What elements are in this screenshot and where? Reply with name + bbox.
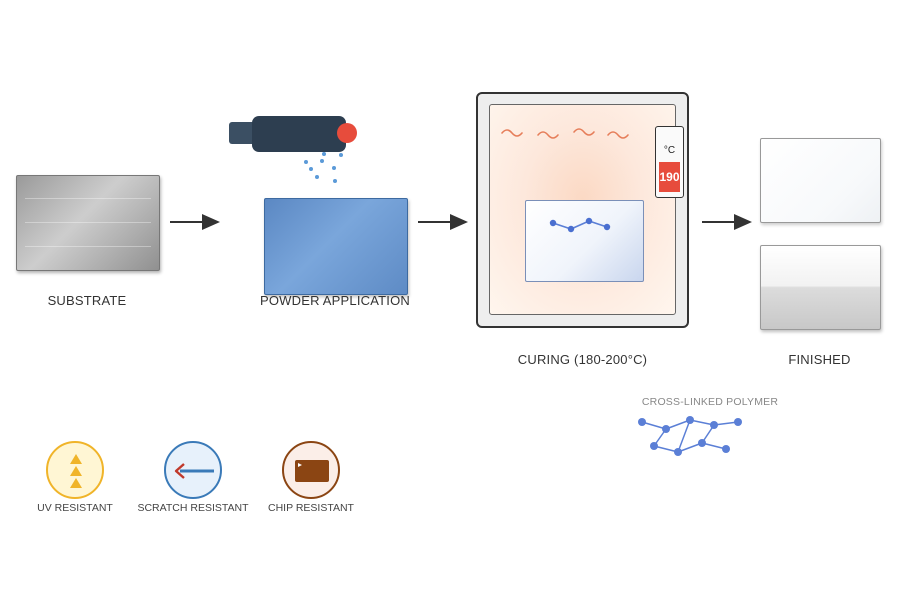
polymer-network-icon <box>638 416 742 456</box>
arrow-right-icon <box>170 214 220 230</box>
polymer-label: CROSS-LINKED POLYMER <box>641 396 779 408</box>
arrow-left-icon <box>174 463 214 479</box>
uv-icon <box>70 454 82 488</box>
spray-gun-icon <box>252 116 346 152</box>
arrow-right-icon <box>418 214 468 230</box>
thermometer-display: °C 190 <box>655 126 684 198</box>
substrate-panel <box>16 175 160 271</box>
property-label-scratch: SCRATCH RESISTANT <box>137 502 249 514</box>
chip-icon <box>295 460 329 482</box>
temp-value: 190 <box>659 162 680 192</box>
spray-gun-tip <box>337 123 357 143</box>
polymer-chain-icon <box>549 217 611 233</box>
uv-resistant-badge <box>46 441 104 499</box>
scratch-resistant-badge <box>164 441 222 499</box>
temp-unit: °C <box>663 145 676 156</box>
finished-panel-bottom <box>760 245 881 330</box>
curing-panel <box>525 200 644 282</box>
stage-label-substrate: SUBSTRATE <box>47 293 127 308</box>
curing-oven: °C 190 <box>476 92 689 328</box>
oven-chamber: °C 190 <box>489 104 684 315</box>
stage-label-powder: POWDER APPLICATION <box>260 293 410 308</box>
stage-label-finished: FINISHED <box>788 352 851 367</box>
chip-resistant-badge <box>282 441 340 499</box>
property-label-chip: CHIP RESISTANT <box>268 502 354 514</box>
heat-wave-icon <box>501 128 629 139</box>
powder-coated-panel <box>264 198 408 295</box>
powder-particles-icon <box>304 152 343 183</box>
arrow-right-icon <box>702 214 752 230</box>
stage-label-curing: CURING (180-200°C) <box>517 352 648 367</box>
finished-panel-top <box>760 138 881 223</box>
property-label-uv: UV RESISTANT <box>37 502 113 514</box>
